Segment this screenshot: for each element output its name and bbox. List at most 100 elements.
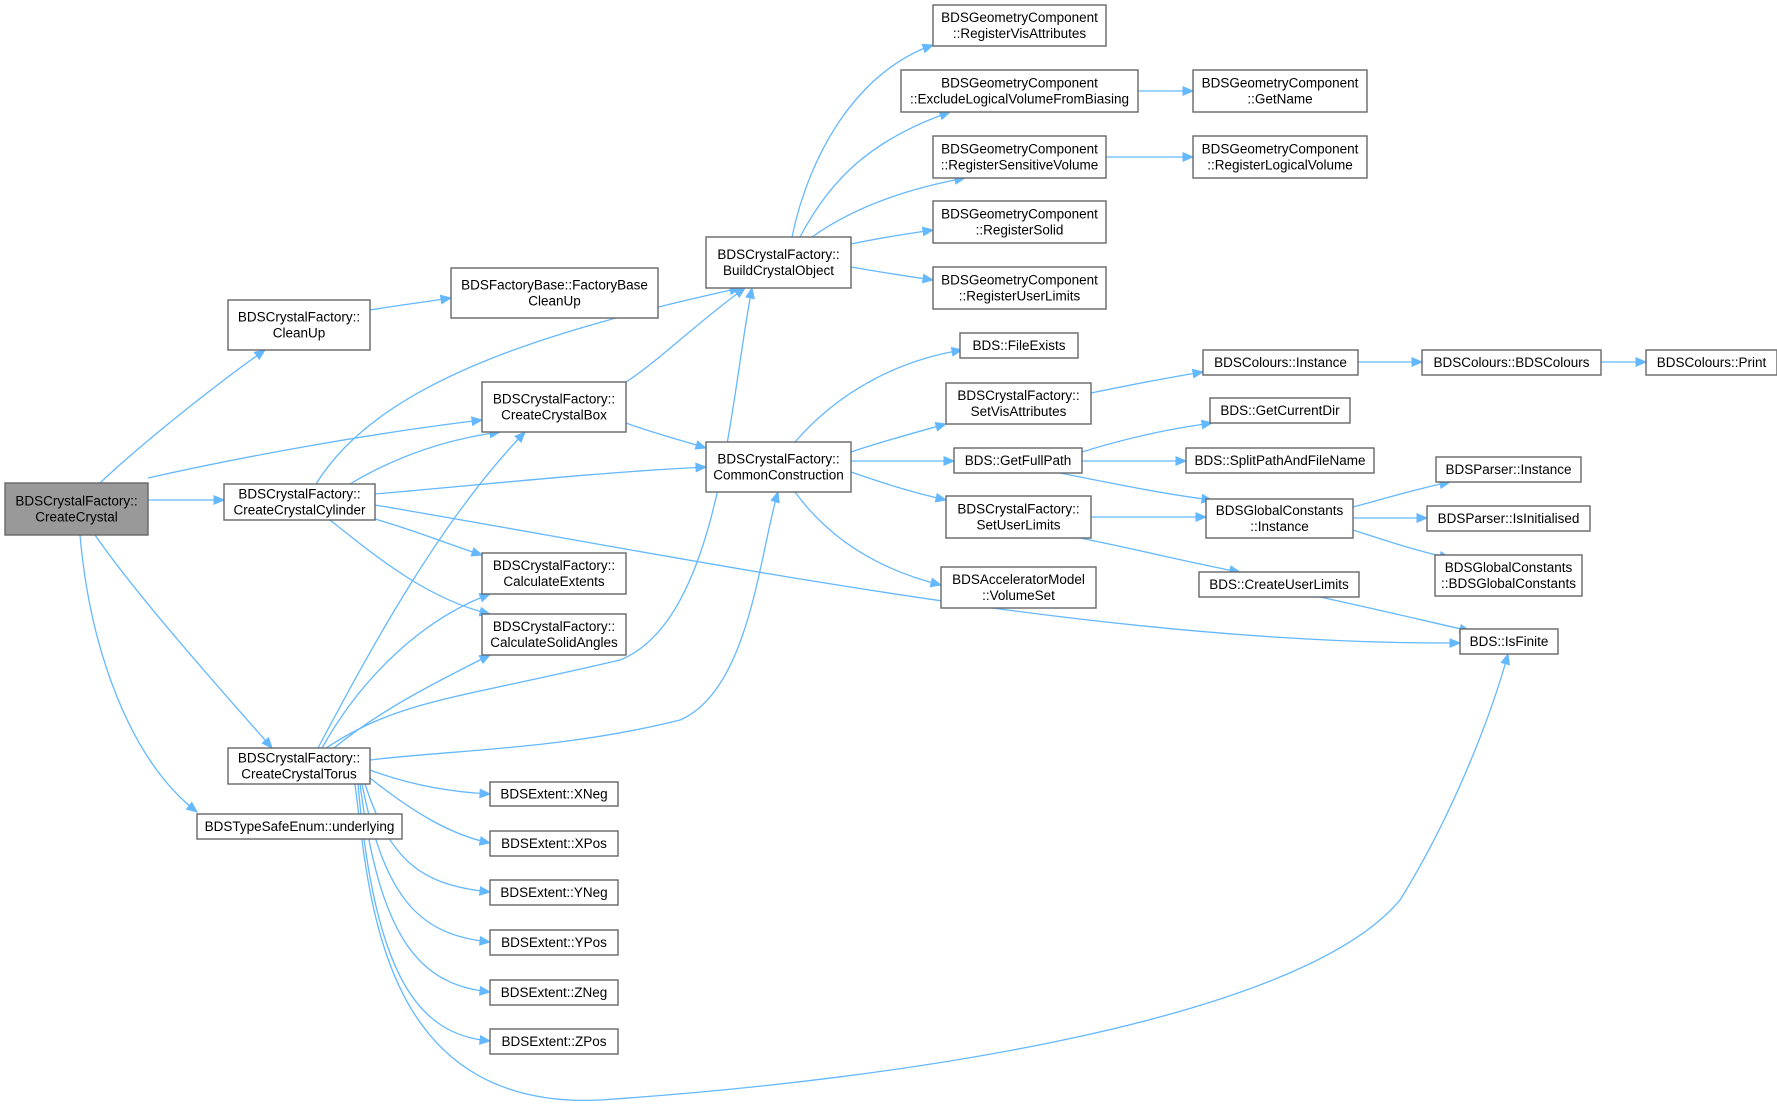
node-label: CreateCrystalBox <box>501 408 607 423</box>
node-bdsgeometrycomponent-registervisattributes[interactable]: BDSGeometryComponent::RegisterVisAttribu… <box>932 4 1107 47</box>
node-bdsgeometrycomponent-registersensitivevolume[interactable]: BDSGeometryComponent::RegisterSensitiveV… <box>932 135 1107 179</box>
node-bdsgeometrycomponent-getname[interactable]: BDSGeometryComponent::GetName <box>1192 69 1368 113</box>
arrowhead-bdscrystalfactory-createcrystaltorus-to-bdscrystalfactory-createcrystalbox <box>514 431 526 444</box>
node-box <box>4 482 149 536</box>
node-label: BDSExtent::YNeg <box>500 885 607 900</box>
node-box <box>1192 69 1368 113</box>
edge-bdscrystalfactory-createcrystal-to-bdscrystalfactory-createcrystalbox <box>147 419 483 479</box>
node-label: BDSCrystalFactory:: <box>493 558 615 573</box>
node-bdsgeometrycomponent-excludelogicalvolumefrombiasing[interactable]: BDSGeometryComponent::ExcludeLogicalVolu… <box>900 69 1139 113</box>
node-bdsgeometrycomponent-registeruserlimits[interactable]: BDSGeometryComponent::RegisterUserLimits <box>932 266 1107 310</box>
arrowhead-bdscolours-instance-to-bdscolours-bdscolours <box>1411 357 1424 367</box>
node-bdsparser-isinitialised[interactable]: BDSParser::IsInitialised <box>1426 505 1591 532</box>
node-box <box>932 135 1107 179</box>
node-label: BDSExtent::ZPos <box>501 1034 606 1049</box>
node-box <box>1435 456 1582 483</box>
node-bds-isfinite[interactable]: BDS::IsFinite <box>1459 628 1559 655</box>
node-bds-getcurrentdir[interactable]: BDS::GetCurrentDir <box>1209 397 1351 424</box>
node-bdscrystalfactory-setuserlimits[interactable]: BDSCrystalFactory::SetUserLimits <box>945 495 1092 539</box>
node-label: ::RegisterUserLimits <box>959 289 1081 304</box>
node-label: BDSCrystalFactory:: <box>957 502 1079 517</box>
node-label: BDS::SplitPathAndFileName <box>1194 453 1365 468</box>
edge-bdscrystalfactory-cleanup-to-bdsfactorybase-factorybasecleanup <box>369 297 452 311</box>
arrowhead-bdscrystalfactory-cleanup-to-bdsfactorybase-factorybasecleanup <box>439 294 453 305</box>
node-box <box>900 69 1139 113</box>
node-bdsextent-zneg[interactable]: BDSExtent::ZNeg <box>489 979 619 1006</box>
edge-bdscrystalfactory-createcrystaltorus-to-bdscrystalfactory-createcrystalbox <box>317 431 526 749</box>
node-bds-splitpathandfilename[interactable]: BDS::SplitPathAndFileName <box>1185 447 1375 474</box>
node-bdsextent-xneg[interactable]: BDSExtent::XNeg <box>489 781 619 807</box>
arrowhead-bdscrystalfactory-createcrystalcylinder-to-bdscrystalfactory-calculateextents <box>470 547 484 557</box>
arrowhead-bdscrystalfactory-createcrystal-to-bdstypesafeenum-underlying <box>185 801 199 813</box>
node-bdscrystalfactory-cleanup[interactable]: BDSCrystalFactory::CleanUp <box>227 299 371 351</box>
node-label: BDSCrystalFactory:: <box>493 392 615 407</box>
node-box <box>489 781 619 807</box>
arrowhead-bdscrystalfactory-createcrystaltorus-to-bdsextent-zpos <box>479 1035 492 1045</box>
edge-bdscrystalfactory-createcrystaltorus-to-bdsextent-zpos <box>357 783 491 1042</box>
arrowhead-bdsglobalconstants-instance-to-bdsparser-isinitialised <box>1416 513 1429 523</box>
node-bdscolours-print[interactable]: BDSColours::Print <box>1645 349 1777 376</box>
node-bdscrystalfactory-commonconstruction[interactable]: BDSCrystalFactory::CommonConstruction <box>705 441 852 493</box>
arrowhead-bdscrystalfactory-createcrystal-to-bdscrystalfactory-cleanup <box>253 349 267 361</box>
node-label: BDSGlobalConstants <box>1445 560 1573 575</box>
node-bdstypesafeenum-underlying[interactable]: BDSTypeSafeEnum::underlying <box>196 813 403 840</box>
nodes-layer: BDSCrystalFactory::CreateCrystalBDSCryst… <box>4 4 1777 1055</box>
arrowhead-bdscrystalfactory-setvisattributes-to-bdscolours-instance <box>1191 368 1205 379</box>
node-bdscrystalfactory-setvisattributes[interactable]: BDSCrystalFactory::SetVisAttributes <box>945 382 1092 425</box>
edge-bdscrystalfactory-createcrystalcylinder-to-bdscrystalfactory-buildcrystalobject <box>315 287 741 485</box>
node-box <box>932 266 1107 310</box>
edge-bdscrystalfactory-buildcrystalobject-to-bdsgeometrycomponent-registersolid <box>850 229 934 245</box>
node-label: BDSParser::Instance <box>1445 462 1571 477</box>
node-bdscrystalfactory-createcrystaltorus[interactable]: BDSCrystalFactory::CreateCrystalTorus <box>227 747 371 785</box>
node-label: CreateCrystal <box>35 510 118 525</box>
node-bdscolours-bdscolours[interactable]: BDSColours::BDSColours <box>1421 349 1602 376</box>
node-bdscrystalfactory-calculateextents[interactable]: BDSCrystalFactory::CalculateExtents <box>481 552 627 595</box>
node-bdsglobalconstants-bdsglobalconstants[interactable]: BDSGlobalConstants::BDSGlobalConstants <box>1434 554 1583 597</box>
arrowhead-bdscrystalfactory-createcrystaltorus-to-bdsextent-yneg <box>479 885 492 896</box>
node-bdsgeometrycomponent-registerlogicalvolume[interactable]: BDSGeometryComponent::RegisterLogicalVol… <box>1192 135 1368 179</box>
arrowhead-bdscrystalfactory-commonconstruction-to-bds-getfullpath <box>943 456 956 466</box>
arrowhead-bdscrystalfactory-commonconstruction-to-bdscrystalfactory-setvisattributes <box>934 422 948 432</box>
node-bds-getfullpath[interactable]: BDS::GetFullPath <box>953 447 1083 474</box>
node-bdsextent-ypos[interactable]: BDSExtent::YPos <box>489 929 619 956</box>
node-bdsglobalconstants-instance[interactable]: BDSGlobalConstants::Instance <box>1205 498 1354 539</box>
edge-bdsglobalconstants-instance-to-bdsparser-instance <box>1352 481 1451 508</box>
node-bdscrystalfactory-createcrystal[interactable]: BDSCrystalFactory::CreateCrystal <box>4 482 149 536</box>
node-bds-createuserlimits[interactable]: BDS::CreateUserLimits <box>1198 571 1360 598</box>
node-label: BDSTypeSafeEnum::underlying <box>205 819 395 834</box>
node-label: BDSExtent::XNeg <box>500 787 607 802</box>
node-box <box>945 382 1092 425</box>
edge-bdscrystalfactory-createcrystaltorus-to-bdscrystalfactory-calculatesolidangles <box>333 654 491 749</box>
node-box <box>1192 135 1368 179</box>
node-bdsgeometrycomponent-registersolid[interactable]: BDSGeometryComponent::RegisterSolid <box>932 200 1107 244</box>
node-bdscrystalfactory-buildcrystalobject[interactable]: BDSCrystalFactory::BuildCrystalObject <box>705 236 852 289</box>
node-bdscrystalfactory-calculatesolidangles[interactable]: BDSCrystalFactory::CalculateSolidAngles <box>481 613 627 656</box>
node-box <box>481 552 627 595</box>
edge-bdscrystalfactory-createcrystalbox-to-bdscrystalfactory-commonconstruction <box>625 422 707 449</box>
node-bdsextent-xpos[interactable]: BDSExtent::XPos <box>489 830 619 857</box>
edge-bdscrystalfactory-createcrystalcylinder-to-bds-isfinite <box>374 504 1461 644</box>
node-bdscrystalfactory-createcrystalbox[interactable]: BDSCrystalFactory::CreateCrystalBox <box>481 381 627 433</box>
node-label: BDSGeometryComponent <box>941 10 1098 25</box>
node-label: BDSGeometryComponent <box>941 273 1098 288</box>
edge-bdscrystalfactory-createcrystaltorus-to-bdscrystalfactory-buildcrystalobject <box>325 287 753 749</box>
edge-bds-createuserlimits-to-bds-isfinite <box>1319 596 1471 632</box>
node-bdsparser-instance[interactable]: BDSParser::Instance <box>1435 456 1582 483</box>
node-bdsextent-yneg[interactable]: BDSExtent::YNeg <box>489 879 619 906</box>
edge-bdscrystalfactory-buildcrystalobject-to-bdsgeometrycomponent-registervisattributes <box>791 44 934 238</box>
node-bds-fileexists[interactable]: BDS::FileExists <box>959 332 1079 359</box>
node-box <box>953 447 1083 474</box>
node-bdscolours-instance[interactable]: BDSColours::Instance <box>1202 349 1359 376</box>
node-box <box>1459 628 1559 655</box>
node-box <box>1426 505 1591 532</box>
node-bdsacceleratormodel-volumeset[interactable]: BDSAcceleratorModel::VolumeSet <box>940 566 1097 609</box>
edge-bdscrystalfactory-commonconstruction-to-bdscrystalfactory-setuserlimits <box>850 471 947 501</box>
arrowhead-bdscrystalfactory-createcrystaltorus-to-bdscrystalfactory-calculatesolidangles <box>478 654 492 665</box>
node-label: BDSCrystalFactory:: <box>717 452 839 467</box>
node-box <box>705 441 852 493</box>
arrowhead-bdscrystalfactory-createcrystal-to-bdscrystalfactory-createcrystalbox <box>470 416 484 427</box>
node-box <box>1205 498 1354 539</box>
node-bdsextent-zpos[interactable]: BDSExtent::ZPos <box>489 1028 619 1055</box>
node-bdscrystalfactory-createcrystalcylinder[interactable]: BDSCrystalFactory::CreateCrystalCylinder <box>223 483 376 521</box>
